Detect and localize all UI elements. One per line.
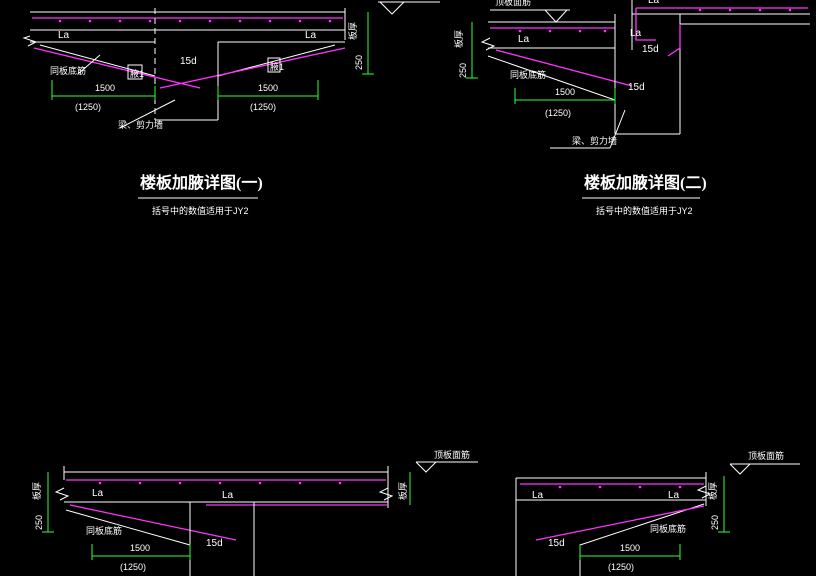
dim-15d: 15d	[180, 56, 197, 67]
detail-4: La La 15d 同板底筋 1500 (1250) 顶板面筋 250 板厚	[515, 450, 800, 576]
dim-1250: (1250)	[250, 102, 276, 112]
la-label: La	[648, 0, 660, 6]
la-label: La	[92, 488, 104, 499]
detail-2-title: 楼板加腋详图(二)	[584, 173, 707, 192]
bottom-rebar-label: 同板底筋	[510, 69, 546, 80]
dim-1250: (1250)	[545, 108, 571, 118]
dim-15d: 15d	[206, 538, 223, 549]
la-label: La	[222, 490, 234, 501]
detail-1-note: 括号中的数值适用于JY2	[152, 205, 249, 216]
top-rebar-label: 顶板面筋	[434, 449, 470, 460]
dim-1500: 1500	[258, 83, 278, 93]
break-line	[22, 35, 38, 47]
detail-3: La La 15d 同板底筋 1500 (1250) 顶板面筋 250 板厚 板…	[31, 449, 478, 576]
la-label: La	[518, 34, 530, 45]
dim-250: 250	[34, 515, 44, 530]
rebar-dots	[58, 19, 332, 23]
beam-wall-label: 梁、剪力墙	[572, 135, 617, 146]
top-rebar-label: 顶板面筋	[495, 0, 531, 7]
bottom-rebar-right	[159, 47, 346, 89]
break-line	[378, 487, 394, 501]
dim-250: 250	[354, 55, 364, 70]
dim-15d: 15d	[548, 538, 565, 549]
dim-1500: 1500	[620, 543, 640, 553]
dim-15d: 15d	[628, 82, 645, 93]
detail-2-note: 括号中的数值适用于JY2	[596, 205, 693, 216]
slab-thickness-label: 板厚	[347, 22, 358, 40]
haunch-label: 腋1	[130, 68, 144, 79]
bottom-rebar-label: 同板底筋	[86, 525, 122, 536]
detail-1-title: 楼板加腋详图(一)	[140, 173, 263, 192]
break-line	[54, 487, 70, 501]
break-line	[480, 37, 496, 51]
la-label: La	[532, 490, 544, 501]
la-label: La	[668, 490, 680, 501]
dim-250: 250	[458, 63, 468, 78]
la-label: La	[305, 30, 317, 41]
dim-15d: 15d	[642, 44, 659, 55]
detail-1: La La 15d 同板底筋 腋1 腋1 1500 1500 (1250) (1…	[22, 1, 440, 216]
top-rebar-label: 顶板面筋	[748, 450, 784, 461]
bottom-rebar-label: 同板底筋	[50, 65, 86, 76]
bottom-rebar	[495, 49, 633, 87]
la-label: La	[630, 28, 642, 39]
haunch-label: 腋1	[270, 61, 284, 72]
la-label: La	[58, 30, 70, 41]
slab-thickness-label: 板厚	[31, 482, 42, 500]
bottom-rebar-left	[33, 47, 201, 89]
dim-1500: 1500	[555, 87, 575, 97]
break-line	[696, 485, 712, 499]
dim-1500: 1500	[95, 83, 115, 93]
bottom-rebar	[535, 505, 705, 541]
dim-1500: 1500	[130, 543, 150, 553]
dim-1250: (1250)	[75, 102, 101, 112]
detail-2: La La La 15d 15d 同板底筋 1500 (1250) 梁、剪力墙 …	[453, 0, 810, 216]
bottom-rebar	[69, 504, 237, 541]
dim-1250: (1250)	[608, 562, 634, 572]
dim-250: 250	[710, 515, 720, 530]
beam-wall-label: 梁、剪力墙	[118, 119, 163, 130]
dim-1250: (1250)	[120, 562, 146, 572]
bottom-rebar-label: 同板底筋	[650, 523, 686, 534]
slab-thickness-label: 板厚	[453, 30, 464, 48]
slab-thickness-label: 板厚	[707, 482, 718, 500]
slab-thickness-label: 板厚	[397, 482, 408, 500]
